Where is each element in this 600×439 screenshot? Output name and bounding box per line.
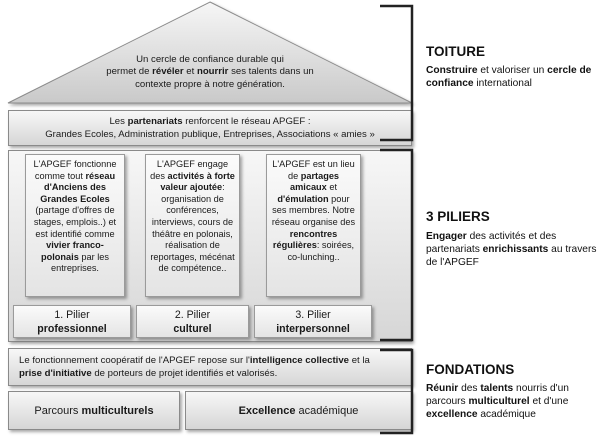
foundation-excellence: Excellence académique	[185, 391, 412, 430]
toiture-bracket	[380, 4, 414, 142]
piliers-bracket	[380, 148, 414, 342]
fondations-bracket	[380, 348, 414, 435]
fondations-description: Réunir des talents nourris d'un parcours…	[426, 383, 569, 421]
pillar-3-description: L'APGEF est un lieu de partages amicaux …	[266, 154, 361, 297]
piliers-description: Engager des activités et des partenariat…	[426, 231, 597, 269]
piliers-title: 3 PILIERS	[426, 209, 490, 224]
partners-line-1: Les partenariats renforcent le réseau AP…	[109, 116, 311, 127]
partners-box: Les partenariats renforcent le réseau AP…	[8, 110, 412, 146]
roof-line-1: Un cercle de confiance durable qui	[136, 54, 284, 65]
partners-line-2: Grandes Ecoles, Administration publique,…	[45, 129, 375, 140]
pillar-1-description: L'APGEF fonctionne comme tout réseau d'A…	[25, 154, 125, 297]
roof-triangle	[7, 1, 413, 104]
foundation-line-2: prise d'initiative de porteurs de projet…	[19, 368, 278, 379]
foundation-box: Le fonctionnement coopératif de l'APGEF …	[8, 348, 412, 386]
toiture-title: TOITURE	[426, 44, 486, 59]
roof-text: Un cercle de confiance durable qui perme…	[100, 54, 320, 91]
roof-line-3: contexte propre à notre génération.	[135, 78, 285, 90]
fondations-title: FONDATIONS	[426, 362, 515, 377]
foundation-multicultural: Parcours multiculturels	[8, 391, 180, 430]
pillar-2-description: L'APGEF engage des activités à forte val…	[145, 154, 240, 297]
roof-line-2: permet de révéler et nourrir ses talents…	[106, 66, 314, 78]
foundation-line-1: Le fonctionnement coopératif de l'APGEF …	[19, 355, 370, 366]
toiture-description: Construire et valoriser un cercle de con…	[426, 65, 592, 90]
